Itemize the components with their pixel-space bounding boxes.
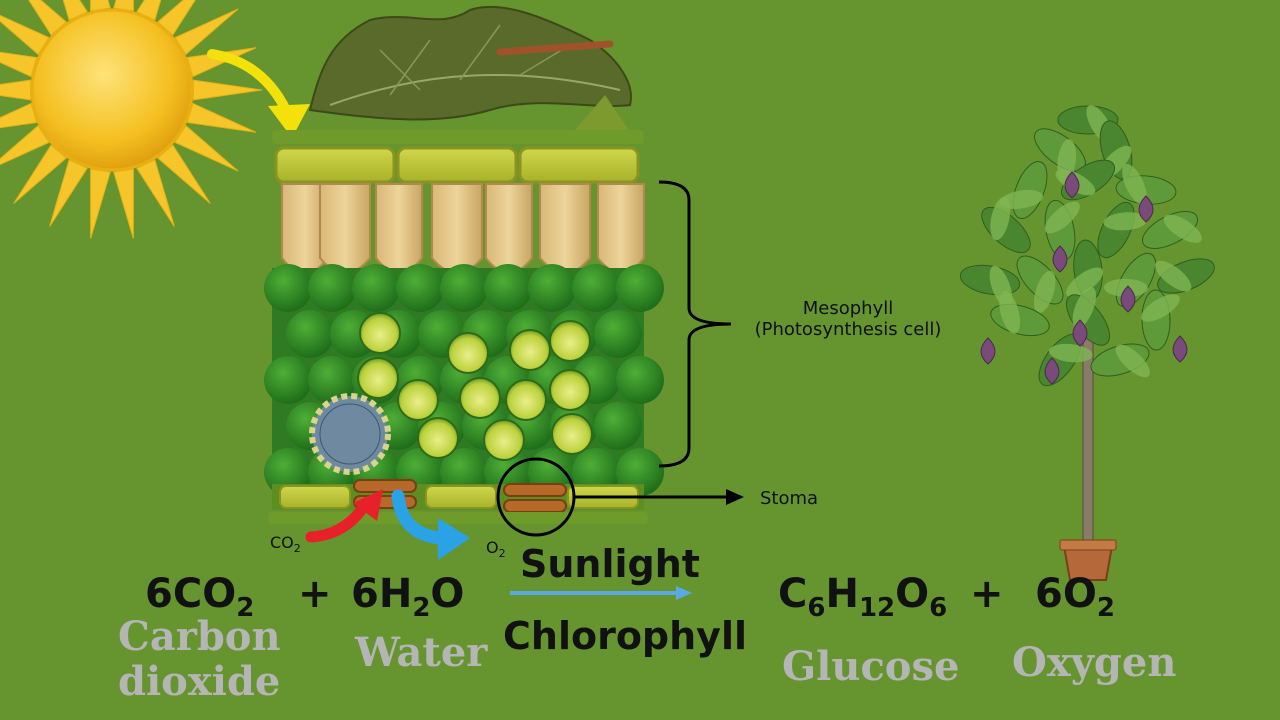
plus-sign-1: + (298, 571, 332, 617)
condition-sunlight: Sunlight (520, 542, 700, 586)
name-carbon-dioxide: Carbon dioxide (118, 613, 281, 706)
product-glucose: C6H12O6 (778, 571, 948, 623)
o2-small-label: O2 (486, 538, 506, 561)
fig-tree-image (959, 105, 1215, 581)
plus-sign-2: + (970, 571, 1004, 617)
o2-arrow-icon (391, 489, 470, 560)
name-oxygen: Oxygen (1012, 639, 1177, 686)
reaction-arrow (510, 586, 692, 600)
co2-arrow-icon (305, 489, 383, 543)
co2-small-label: CO2 (270, 533, 301, 556)
leaf-image (308, 5, 632, 132)
condition-chlorophyll: Chlorophyll (503, 614, 747, 658)
mesophyll-label: Mesophyll (Photosynthesis cell) (754, 298, 942, 340)
leaf-cross-section (264, 130, 664, 524)
mesophyll-bracket (658, 180, 732, 468)
stoma-pointer (496, 457, 744, 537)
reactant-co2: 6CO2 (145, 571, 255, 623)
name-water: Water (355, 629, 488, 676)
sunlight-arrow (207, 49, 310, 138)
sun-icon (0, 0, 263, 239)
stoma-label: Stoma (760, 488, 819, 509)
product-oxygen: 6O2 (1035, 571, 1115, 623)
reactant-h2o: 6H2O (351, 571, 465, 623)
name-glucose: Glucose (782, 643, 960, 690)
